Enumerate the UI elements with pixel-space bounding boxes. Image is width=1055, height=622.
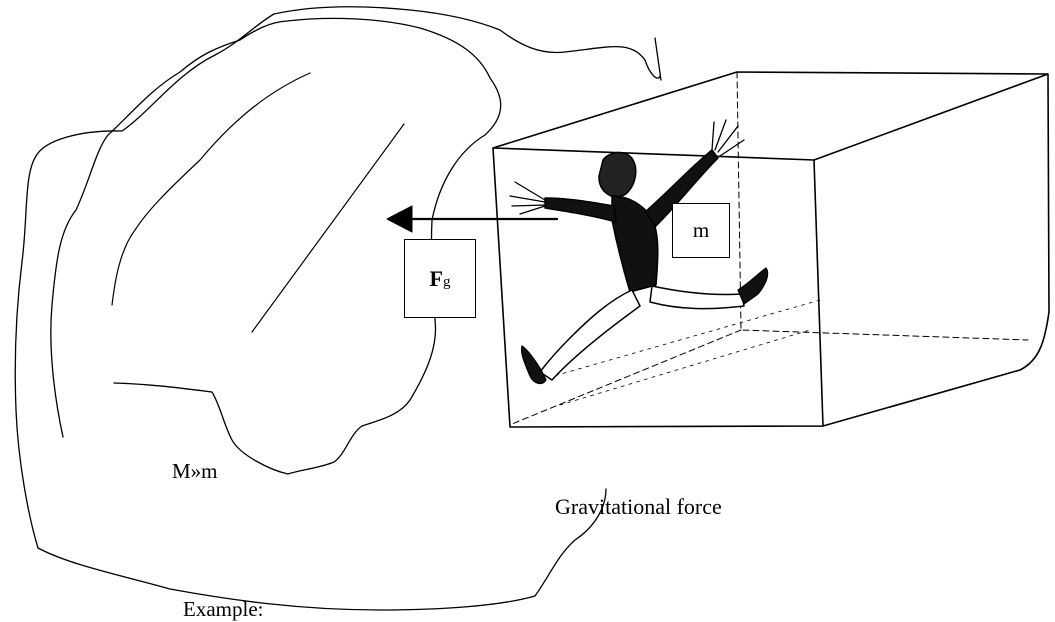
person-right-arm: [644, 149, 719, 227]
caption-label: Gravitational force: [555, 494, 722, 519]
person-right-leg: [649, 285, 745, 310]
box-floor-shading: [539, 299, 821, 406]
box-hidden-edges: [511, 71, 1029, 425]
person-head: [598, 151, 637, 198]
large-body-inner-outline: [50, 17, 502, 475]
large-body-contour-line: [251, 123, 405, 333]
small-mass-label-box: m: [672, 203, 730, 258]
box-outline: [492, 71, 1050, 428]
mass-relation-label: M»m: [172, 459, 218, 483]
person-left-hand: [509, 181, 546, 215]
large-body-edge-mark: [654, 37, 662, 81]
person-figure: [509, 119, 769, 385]
person-torso: [611, 195, 659, 293]
person-right-hand: [711, 119, 745, 157]
large-body-contour-curve: [111, 72, 311, 306]
example-label: Example:: [183, 597, 264, 621]
small-mass-label: m: [692, 218, 710, 242]
force-arrow-head: [386, 205, 413, 233]
large-body-top-outline: [35, 6, 661, 157]
person-right-shoe: [737, 267, 769, 305]
force-subscript: g: [442, 274, 451, 290]
force-symbol: F: [429, 265, 443, 291]
person-left-arm: [544, 197, 617, 223]
person-left-leg: [539, 289, 641, 381]
person-left-shoe: [520, 345, 547, 385]
large-body-outer-outline: [14, 155, 607, 611]
